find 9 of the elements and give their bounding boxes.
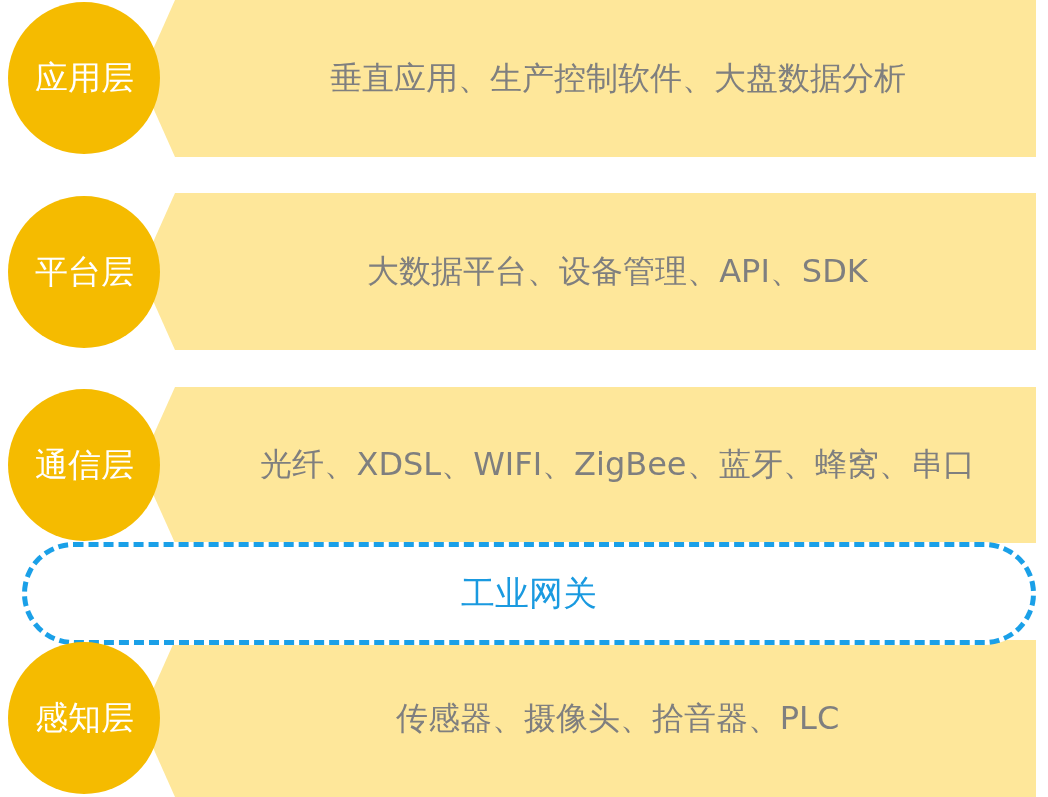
gateway-label: 工业网关 xyxy=(461,571,597,615)
layer-name: 应用层 xyxy=(34,56,134,99)
layer-description: 垂直应用、生产控制软件、大盘数据分析 xyxy=(329,57,906,99)
layer-description: 光纤、XDSL、WIFI、ZigBee、蓝牙、蜂窝、串口 xyxy=(260,444,975,485)
layer-name: 感知层 xyxy=(34,696,134,739)
layer-description: 传感器、摄像头、拾音器、PLC xyxy=(395,697,840,739)
layer-name: 通信层 xyxy=(34,443,134,486)
layer-name: 平台层 xyxy=(34,250,134,293)
layer-description: 大数据平台、设备管理、API、SDK xyxy=(367,250,868,292)
